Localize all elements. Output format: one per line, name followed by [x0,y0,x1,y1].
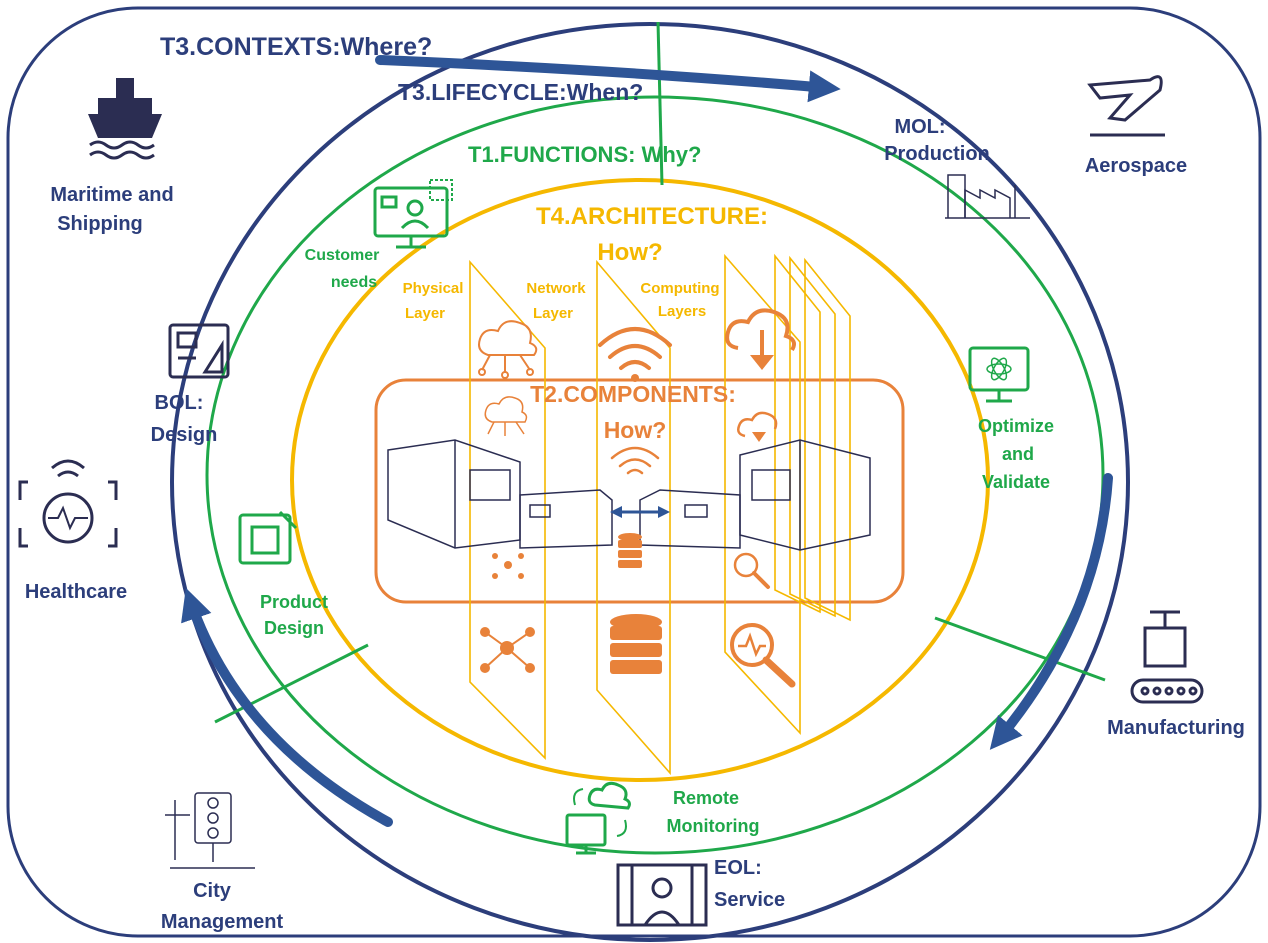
optimize-validate-icon [968,346,1030,403]
function-customer-line1: Customer [305,247,380,264]
cloud-network-icon [478,320,538,379]
title-architecture-line1: T4.ARCHITECTURE: [536,203,768,230]
divider-bottom-left [214,643,369,724]
analytics-search-small-icon [733,552,770,589]
outer-frame [6,6,1262,938]
title-components-line1: T2.COMPONENTS: [530,381,736,407]
components-box [374,378,905,604]
layer-physical-line1: Physical [403,280,464,297]
arrow-left [181,587,393,827]
ship-waves [89,140,155,160]
traffic-light-icon [165,792,255,869]
network-layer-plane [596,259,671,776]
ship-icon [88,78,162,138]
manufacturing-robot-icon [1130,610,1204,704]
wifi-small-icon [610,446,660,475]
function-optimize-line3: Validate [982,472,1050,492]
building-left-icon [387,439,613,549]
lifecycle-bol-line1: BOL: [155,392,204,414]
remote-monitoring-icon [565,781,631,855]
context-maritime-line1: Maritime and [50,184,173,206]
lifecycle-eol-line2: Service [714,889,785,911]
wifi-icon-dot [631,374,639,382]
lifecycle-mol-line1: MOL: [894,116,945,138]
layer-computing-line1: Computing [640,280,719,297]
cloud-download-small-icon [737,411,778,438]
function-customer-line2: needs [331,274,377,291]
airplane-icon [1087,75,1165,137]
function-product-line2: Design [264,618,324,638]
cloud-download-small-arrow [752,432,766,442]
title-functions: T1.FUNCTIONS: Why? [468,142,701,167]
title-components-line2: How? [604,417,667,443]
database-small-icon [618,533,642,568]
layer-network-line1: Network [526,280,586,297]
lifecycle-eol-line1: EOL: [714,857,762,879]
healthcare-icon [18,459,118,548]
layer-computing-line2: Layers [658,303,706,320]
cloud-network-small-icon [484,396,528,436]
network-nodes-small-icon [492,553,524,579]
cloud-download-arrow [750,355,774,370]
title-lifecycle: T3.LIFECYCLE:When? [398,79,643,105]
title-contexts: T3.CONTEXTS:Where? [160,33,432,61]
lifecycle-bol-line2: Design [151,424,218,446]
architecture-ellipse [290,178,990,782]
divider-top [656,21,664,186]
function-optimize-line1: Optimize [978,416,1054,436]
divider-bottom-right [934,616,1106,682]
function-remote-line2: Monitoring [667,816,760,836]
service-window-icon [616,863,708,927]
network-nodes-lines [484,631,531,669]
wifi-icon [598,327,672,370]
analytics-search-icon [730,623,796,688]
context-city-line1: City [193,880,232,902]
context-aerospace: Aerospace [1085,155,1187,177]
database-icon [610,614,662,674]
function-product-line1: Product [260,592,328,612]
customer-needs-icon [373,179,453,249]
title-architecture-line2: How? [597,239,662,266]
function-remote-line1: Remote [673,788,739,808]
layer-network-line2: Layer [533,305,573,322]
layer-physical-line2: Layer [405,305,445,322]
arrow-top [375,55,841,103]
computing-layer-plane-4 [804,257,851,622]
building-connection-head-right [658,506,670,518]
lifecycle-arrows [181,55,1113,827]
functions-ellipse [205,95,1105,855]
arrow-right [989,473,1113,750]
factory-icon [945,174,1030,219]
context-manufacturing: Manufacturing [1107,717,1245,739]
lifecycle-mol-line2: Production [884,143,990,165]
blueprint-icon [168,323,230,379]
product-design-icon [238,510,298,565]
context-city-line2: Management [161,911,284,933]
cloud-download-icon [725,308,796,362]
context-healthcare: Healthcare [25,581,127,603]
computing-layer-plane-2 [774,253,821,614]
building-connection-head-left [610,506,622,518]
computing-layer-plane-3 [789,255,836,618]
physical-layer-plane [469,259,546,760]
function-optimize-line2: and [1002,444,1034,464]
contexts-ellipse [170,22,1130,942]
context-maritime-line2: Shipping [57,213,143,235]
